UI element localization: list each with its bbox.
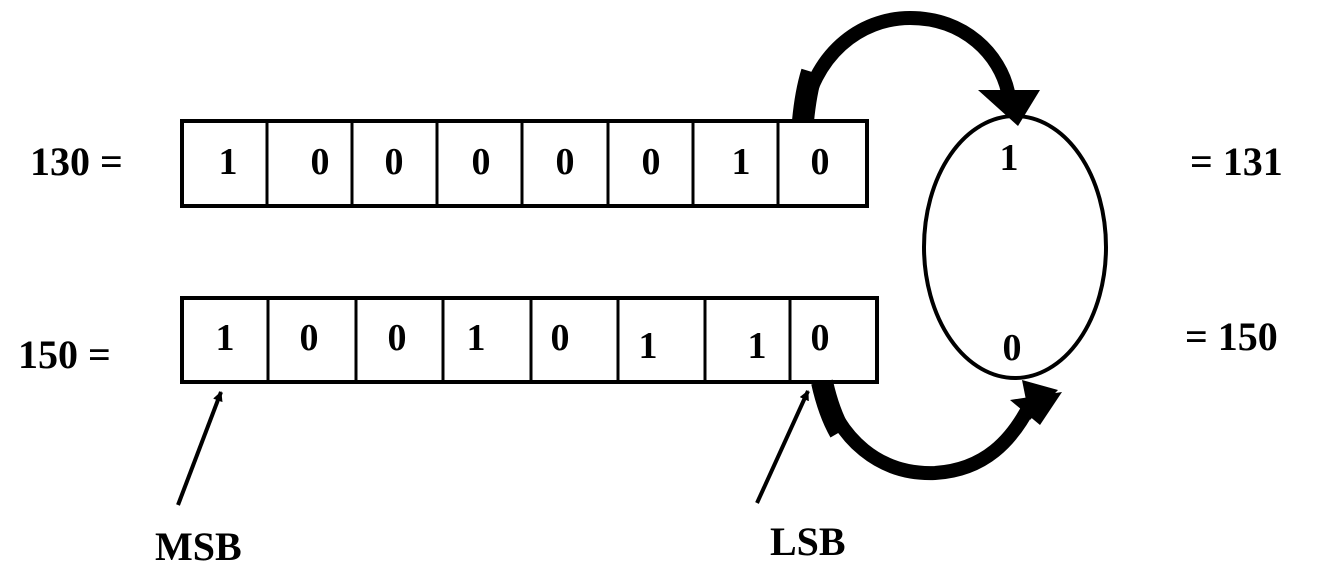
- ellipse-bottom-value: 0: [1003, 327, 1022, 369]
- row1-register: [180, 119, 869, 208]
- row2-bit-2: 1: [639, 325, 658, 367]
- row2-bit-0: 0: [811, 317, 830, 359]
- row1-result: = 131: [1190, 139, 1283, 184]
- row1-bit-3: 0: [556, 141, 575, 183]
- row1-bit-0: 0: [811, 141, 830, 183]
- row2-register: [180, 296, 879, 384]
- row1-label: 130 =: [30, 139, 123, 184]
- row1-bit-7: 1: [219, 141, 238, 183]
- row1-bit-1: 1: [732, 141, 751, 183]
- msb-pointer-arrow: [176, 391, 223, 506]
- lsb-label: LSB: [770, 519, 846, 564]
- row1-bit-2: 0: [642, 141, 661, 183]
- row1-bit-4: 0: [472, 141, 491, 183]
- msb-label: MSB: [155, 524, 242, 569]
- row2-bit-6: 0: [300, 317, 319, 359]
- top-curved-arrow: [792, 10, 1040, 126]
- row1-bit-6: 0: [311, 141, 330, 183]
- row2-bit-4: 1: [467, 317, 486, 359]
- row2-bit-5: 0: [388, 317, 407, 359]
- row2-bit-1: 1: [748, 325, 767, 367]
- row2-label: 150 =: [18, 332, 111, 377]
- row2-bit-7: 1: [216, 317, 235, 359]
- row1-bit-5: 0: [385, 141, 404, 183]
- ellipse-top-value: 1: [1000, 137, 1019, 179]
- lsb-pointer-arrow: [755, 390, 810, 504]
- row2-result: = 150: [1185, 314, 1278, 359]
- row2-bit-3: 0: [551, 317, 570, 359]
- bottom-curved-arrow: [811, 379, 1062, 481]
